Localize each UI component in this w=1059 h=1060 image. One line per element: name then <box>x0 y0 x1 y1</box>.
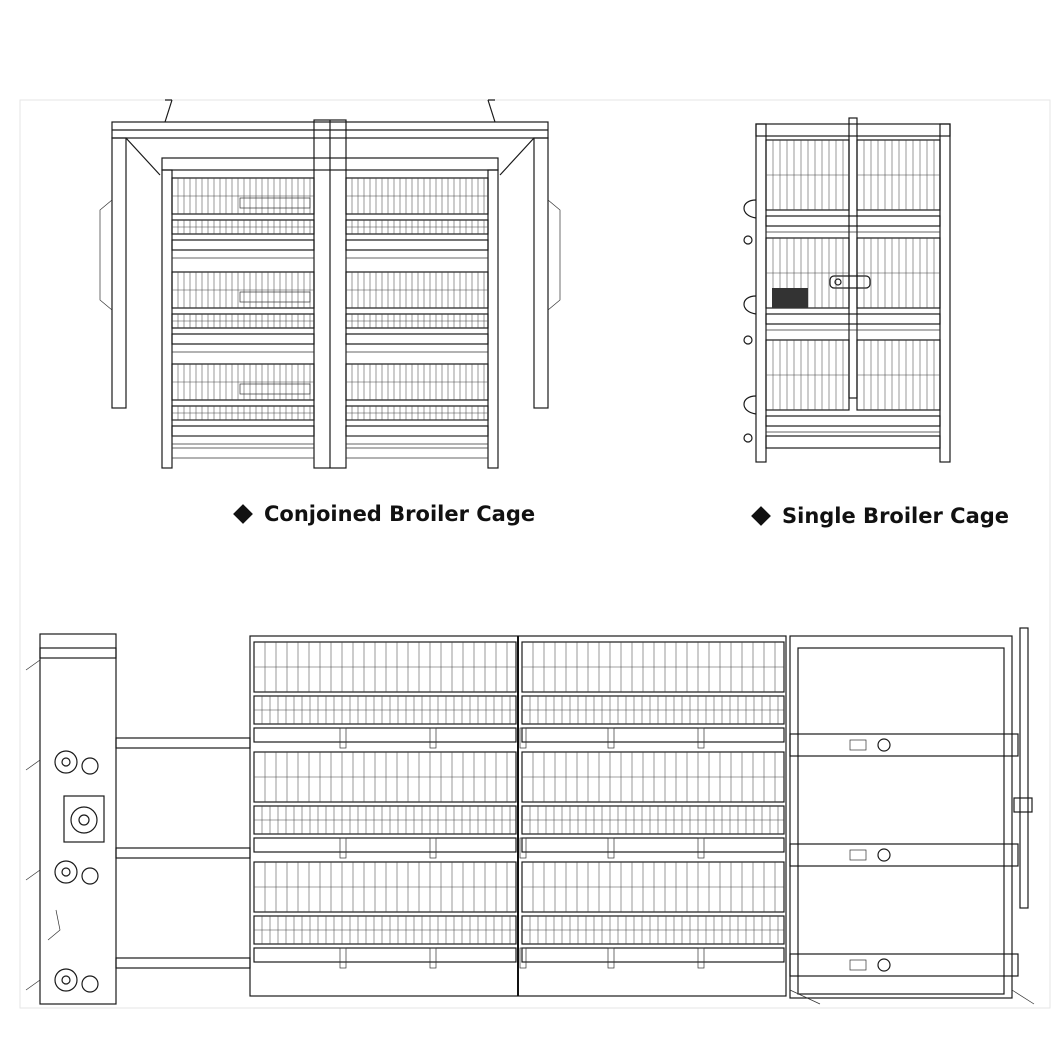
diamond-bullet-icon <box>233 504 253 524</box>
single-cage-drawing <box>743 117 951 463</box>
conjoined-cage-label: Conjoined Broiler Cage <box>264 502 536 526</box>
cage-row-elevation-drawing <box>25 627 1035 1005</box>
conjoined-cage-drawing <box>99 99 561 469</box>
diamond-bullet-icon <box>751 506 771 526</box>
single-cage-caption: Single Broiler Cage <box>751 504 1010 528</box>
conjoined-cage-caption: Conjoined Broiler Cage <box>233 502 536 526</box>
single-cage-label: Single Broiler Cage <box>782 504 1010 528</box>
